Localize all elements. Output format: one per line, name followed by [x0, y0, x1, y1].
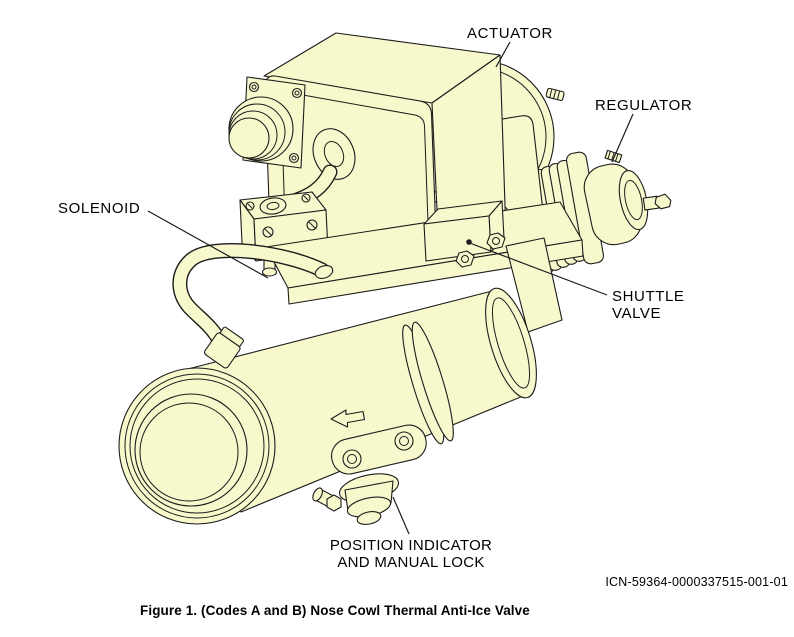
flow-direction-arrow-icon — [330, 409, 366, 428]
callout-position-indicator-line2: AND MANUAL LOCK — [337, 554, 485, 571]
screw — [291, 87, 303, 99]
icn-number: ICN-59364-0000337515-001-01 — [605, 575, 788, 589]
callout-position-indicator-line1: POSITION INDICATOR — [329, 537, 493, 554]
solenoid-leader-line — [147, 210, 269, 279]
stud — [545, 87, 565, 101]
duct-flange-ring — [402, 321, 454, 445]
hex-fitting — [486, 232, 506, 250]
screw — [301, 193, 311, 203]
leader-lines — [147, 41, 634, 535]
figure-caption: Figure 1. (Codes A and B) Nose Cowl Ther… — [140, 603, 530, 618]
electrical-connector — [228, 76, 306, 169]
inlet-flange — [118, 367, 276, 525]
screw — [245, 201, 255, 211]
screw — [306, 219, 318, 231]
position-indicator-leader-line — [392, 496, 410, 535]
shuttle-valve-leader-dot — [466, 239, 472, 245]
regulator-leader-line — [611, 113, 634, 163]
callout-actuator: ACTUATOR — [467, 25, 553, 42]
flange-bolt — [342, 449, 362, 469]
screw — [262, 226, 274, 238]
callout-regulator: REGULATOR — [595, 97, 693, 114]
callout-shuttle-valve-line1: SHUTTLE — [612, 288, 685, 305]
screw — [248, 81, 260, 93]
callout-shuttle-valve-line2: VALVE — [612, 305, 662, 322]
hex-nut — [326, 494, 342, 512]
tube-fitting — [203, 326, 244, 369]
regulator-plug — [642, 193, 672, 211]
hex-fitting — [455, 250, 475, 268]
solenoid-loop-tube — [172, 243, 334, 369]
duct-end-cap — [485, 287, 537, 399]
position-indicator — [312, 424, 427, 525]
stud — [604, 149, 623, 164]
flange-bolt — [394, 431, 414, 451]
callout-solenoid: SOLENOID — [58, 200, 141, 217]
shuttle-valve-leader-line — [470, 242, 608, 296]
callout-shuttle-valve: SHUTTLE VALVE — [612, 288, 685, 322]
actuator-leader-line — [495, 41, 511, 68]
valve-duct — [118, 287, 537, 525]
screw — [288, 152, 300, 164]
callout-position-indicator: POSITION INDICATOR AND MANUAL LOCK — [316, 537, 506, 571]
shuttle-valve-block — [423, 200, 506, 268]
